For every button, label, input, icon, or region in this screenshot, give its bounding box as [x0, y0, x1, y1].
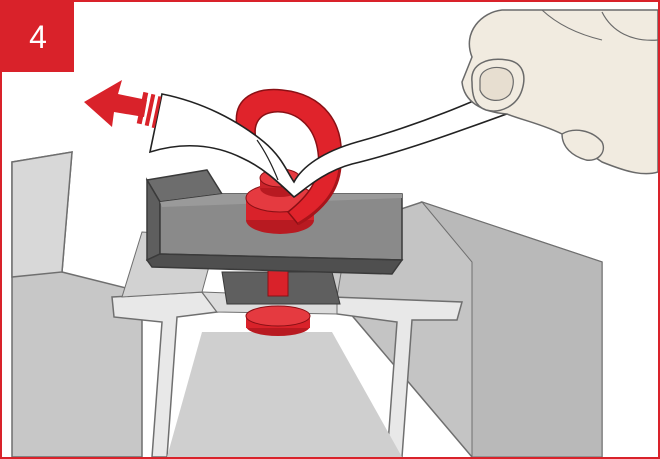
step-number-badge: 4 [2, 2, 74, 72]
step-number: 4 [29, 19, 47, 56]
hand [462, 10, 658, 174]
pull-arrow-icon [84, 80, 161, 128]
slot-nut [222, 270, 340, 336]
